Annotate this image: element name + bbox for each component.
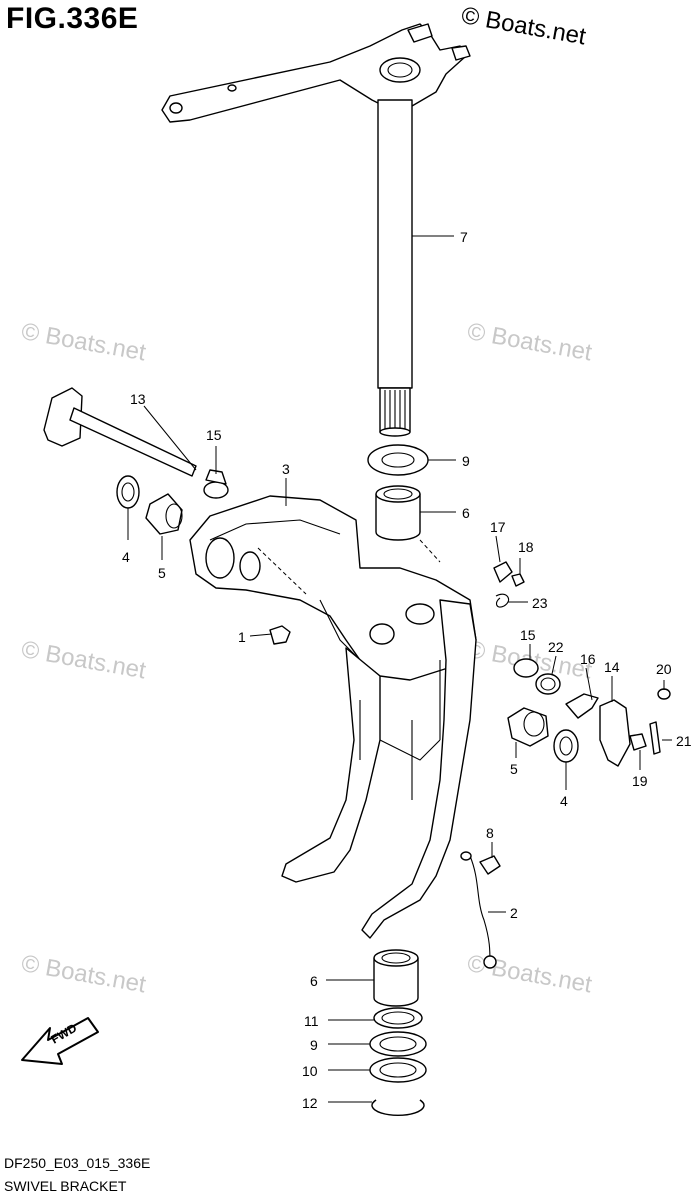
callout-3: 3 bbox=[282, 461, 290, 477]
swivel-bracket bbox=[189, 495, 477, 681]
lever-16 bbox=[565, 693, 599, 719]
fwd-arrow: FWD bbox=[21, 1017, 99, 1065]
figure-title: FIG.336E bbox=[6, 2, 139, 35]
callout-labels: 7 9 13 15 3 6 4 5 17 18 23 1 15 22 16 14… bbox=[122, 229, 692, 1111]
diagram-caption: SWIVEL BRACKET bbox=[4, 1178, 127, 1194]
callout-22: 22 bbox=[548, 639, 564, 655]
steering-arm bbox=[161, 23, 471, 123]
washer-9-top bbox=[367, 444, 429, 476]
spring-22 bbox=[535, 673, 561, 695]
callout-4: 4 bbox=[560, 793, 568, 809]
ground-lead bbox=[460, 851, 501, 969]
callout-23: 23 bbox=[532, 595, 548, 611]
callout-18: 18 bbox=[518, 539, 534, 555]
callout-8: 8 bbox=[486, 825, 494, 841]
callout-13: 13 bbox=[130, 391, 146, 407]
callout-9: 9 bbox=[310, 1037, 318, 1053]
callout-6: 6 bbox=[462, 505, 470, 521]
callout-4: 4 bbox=[122, 549, 130, 565]
grease-nipple-15-top bbox=[203, 469, 229, 499]
bushing-6-top bbox=[375, 485, 421, 541]
callout-5: 5 bbox=[158, 565, 166, 581]
callout-20: 20 bbox=[656, 661, 672, 677]
lock-plate-14 bbox=[599, 699, 631, 767]
bushing-6-bottom bbox=[373, 949, 419, 1007]
bolt-1 bbox=[269, 625, 291, 645]
callout-15: 15 bbox=[520, 627, 536, 643]
callout-5: 5 bbox=[510, 761, 518, 777]
callout-11: 11 bbox=[304, 1013, 319, 1029]
callout-12: 12 bbox=[302, 1095, 318, 1111]
tilt-pin bbox=[43, 387, 197, 477]
callout-9: 9 bbox=[462, 453, 470, 469]
leader-lines bbox=[127, 235, 672, 1103]
lock-arm bbox=[493, 561, 525, 608]
grease-nipple-15-right bbox=[513, 658, 539, 678]
callout-7: 7 bbox=[460, 229, 468, 245]
clamp-bracket bbox=[281, 599, 477, 939]
callout-10: 10 bbox=[302, 1063, 318, 1079]
callout-6: 6 bbox=[310, 973, 318, 989]
callout-2: 2 bbox=[510, 905, 518, 921]
callout-16: 16 bbox=[580, 651, 596, 667]
diagram-code: DF250_E03_015_336E bbox=[4, 1155, 151, 1171]
bushing-5-right bbox=[507, 707, 549, 747]
callout-19: 19 bbox=[632, 773, 648, 789]
callout-21: 21 bbox=[676, 733, 692, 749]
steering-shaft bbox=[377, 99, 413, 437]
washer-stack bbox=[369, 1007, 427, 1116]
small-hardware bbox=[629, 688, 671, 755]
callout-14: 14 bbox=[604, 659, 620, 675]
callout-17: 17 bbox=[490, 519, 506, 535]
callout-15: 15 bbox=[206, 427, 222, 443]
washer-4-left bbox=[116, 475, 140, 509]
bushing-5-left bbox=[145, 493, 183, 535]
callout-1: 1 bbox=[238, 629, 246, 645]
washer-4-right bbox=[553, 729, 579, 763]
